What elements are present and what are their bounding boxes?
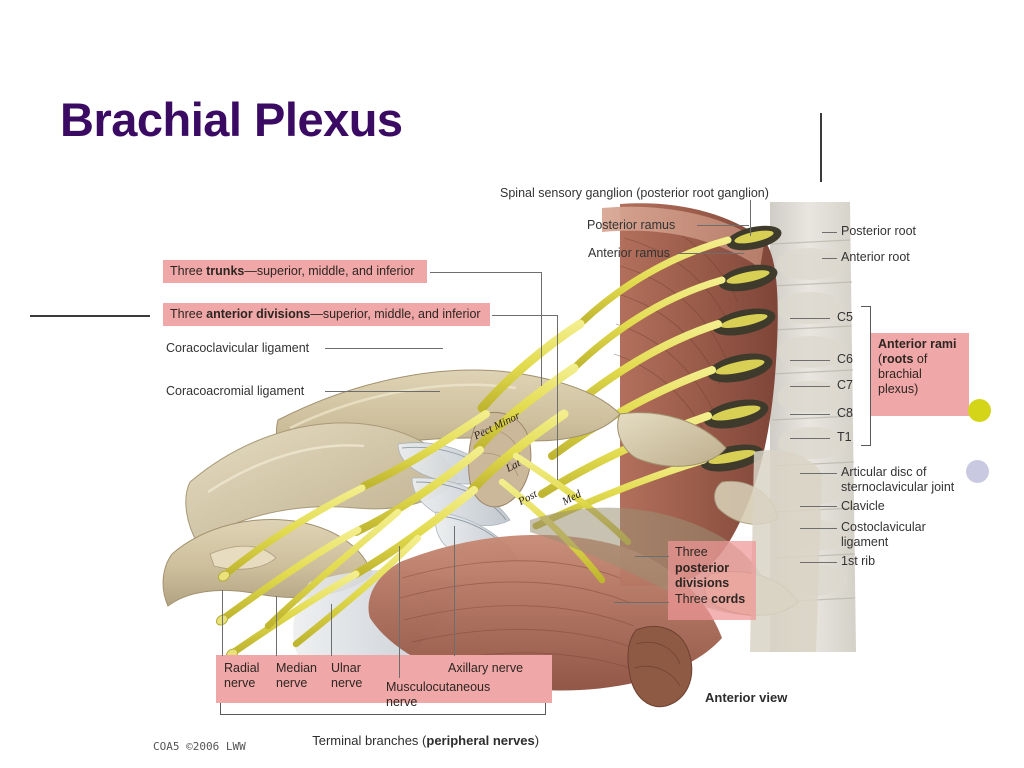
leader-posterior-ramus	[697, 225, 749, 226]
callout-rami-paren: (	[878, 352, 883, 366]
leader-anterior-ramus	[678, 253, 744, 254]
label-ulnar-nerve: Ulnar nerve	[331, 661, 363, 690]
vertebral-levels-bracket	[861, 306, 871, 446]
leader-three-trunks-drop	[541, 272, 542, 386]
annotation-horizontal-stroke	[30, 315, 163, 317]
callout-divisions-bold: anterior divisions	[206, 307, 311, 321]
callout-posterior-line2: posterior	[675, 560, 730, 575]
anterior-view-caption: Anterior view	[705, 690, 788, 705]
leader-anterior-divisions	[492, 315, 558, 316]
label-posterior-root: Posterior root	[841, 224, 917, 238]
leader-anterior-divisions-drop	[557, 315, 558, 480]
callout-posterior-line3: divisions	[675, 576, 730, 590]
leader-axillary-nerve	[454, 526, 455, 656]
leader-cords	[614, 602, 669, 603]
callout-divisions-lead: Three	[170, 307, 207, 321]
leader-coracoclavicular-ligament	[325, 348, 443, 349]
label-musculocutaneous-nerve: Musculocutaneous nerve	[386, 680, 491, 709]
label-coracoclavicular-ligament: Coracoclavicular ligament	[166, 341, 310, 355]
callout-three-anterior-divisions: Three anterior divisions—superior, middl…	[163, 303, 490, 326]
leader-anterior-root	[822, 258, 837, 259]
terminal-branches-box: Radial nerve Median nerve Ulnar nerve Mu…	[216, 655, 552, 709]
leader-radial-nerve	[222, 590, 223, 656]
label-anterior-root: Anterior root	[841, 250, 910, 264]
terminal-branches-caption: Terminal branches (peripheral nerves)	[298, 719, 539, 763]
label-c7: C7	[837, 378, 853, 392]
leader-three-trunks	[430, 272, 542, 273]
callout-cords-lead: Three	[675, 591, 712, 606]
callout-trunks-lead: Three	[170, 264, 207, 278]
label-clavicle: Clavicle	[841, 499, 885, 513]
label-articular-disc: Articular disc of sternoclavicular joint	[841, 465, 955, 494]
callout-posterior-line1: Three	[675, 545, 708, 559]
callout-posterior-divisions-and-cords: Three posterior divisions Three cords	[668, 541, 756, 620]
leader-c8	[790, 414, 830, 415]
leader-median-nerve	[276, 596, 277, 656]
callout-rami-title: Anterior rami	[878, 337, 957, 351]
terminal-caption-tail: )	[534, 732, 540, 748]
leader-ulnar-nerve	[331, 604, 332, 656]
leader-articular-disc	[800, 473, 837, 474]
terminal-branches-bracket	[220, 703, 546, 715]
label-c5: C5	[837, 310, 853, 324]
callout-anterior-rami: Anterior rami (roots of brachial plexus)	[871, 333, 969, 416]
footer-credit: COA5 ©2006 LWW	[153, 740, 246, 753]
callout-rami-roots: roots	[882, 352, 914, 366]
label-costoclavicular-ligament: Costoclavicular ligament	[841, 520, 926, 549]
yellow-dot-marker	[968, 399, 991, 422]
leader-posterior-root	[822, 232, 837, 233]
label-radial-nerve: Radial nerve	[224, 661, 260, 690]
callout-divisions-tail: —superior, middle, and inferior	[310, 307, 481, 321]
leader-clavicle	[800, 506, 837, 507]
leader-first-rib	[800, 562, 837, 563]
callout-trunks-bold: trunks	[206, 264, 245, 278]
page-title: Brachial Plexus	[60, 93, 403, 146]
label-t1: T1	[837, 430, 852, 444]
terminal-caption-lead: Terminal branches (	[312, 732, 427, 748]
label-coracoacromial-ligament: Coracoacromial ligament	[166, 384, 305, 398]
leader-musculocutaneous-nerve	[399, 546, 400, 678]
label-c8: C8	[837, 406, 853, 420]
label-axillary-nerve: Axillary nerve	[448, 661, 524, 675]
callout-three-trunks: Three trunks—superior, middle, and infer…	[163, 260, 427, 283]
lavender-dot-marker	[966, 460, 989, 483]
leader-t1	[790, 438, 830, 439]
label-posterior-ramus: Posterior ramus	[587, 218, 676, 232]
label-anterior-ramus: Anterior ramus	[588, 246, 670, 260]
leader-spinal-sensory-ganglion	[750, 200, 751, 236]
label-spinal-sensory-ganglion: Spinal sensory ganglion (posterior root …	[500, 186, 769, 200]
callout-trunks-tail: —superior, middle, and inferior	[244, 264, 415, 278]
callout-cords-bold: cords	[711, 591, 746, 606]
leader-c5	[790, 318, 830, 319]
label-median-nerve: Median nerve	[276, 661, 317, 690]
annotation-vertical-stroke	[820, 113, 822, 191]
leader-costoclavicular-ligament	[800, 528, 837, 529]
label-first-rib: 1st rib	[841, 554, 876, 568]
leader-coracoacromial-ligament	[325, 391, 440, 392]
leader-c7	[790, 386, 830, 387]
terminal-caption-bold: peripheral nerves	[426, 732, 535, 748]
callout-rami-line3: brachial plexus)	[878, 367, 922, 396]
leader-posterior-divisions	[635, 556, 669, 557]
label-c6: C6	[837, 352, 853, 366]
callout-rami-of: of	[913, 352, 928, 366]
leader-c6	[790, 360, 830, 361]
